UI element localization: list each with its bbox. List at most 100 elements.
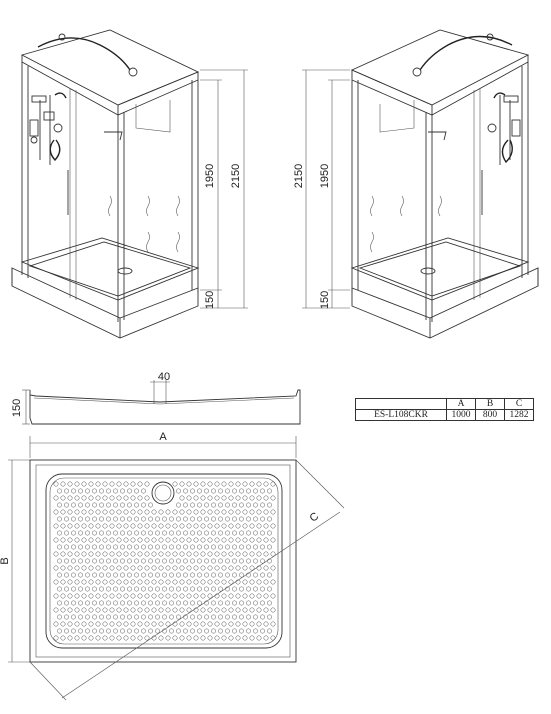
texture-dot bbox=[151, 565, 157, 571]
texture-dot bbox=[190, 488, 195, 494]
texture-dot bbox=[85, 558, 90, 564]
texture-dot bbox=[211, 628, 216, 634]
texture-dot bbox=[74, 523, 80, 529]
texture-dot bbox=[235, 551, 241, 557]
texture-dot bbox=[81, 621, 87, 627]
texture-dot bbox=[137, 607, 143, 613]
texture-dot bbox=[102, 523, 108, 529]
texture-dot bbox=[109, 551, 115, 557]
texture-dot bbox=[186, 551, 192, 557]
tray-section-view bbox=[22, 380, 301, 425]
texture-dot bbox=[88, 621, 94, 627]
texture-dot bbox=[109, 523, 115, 529]
texture-dot bbox=[158, 523, 164, 529]
texture-dot bbox=[225, 572, 230, 578]
texture-dot bbox=[74, 635, 80, 641]
texture-dot bbox=[102, 565, 108, 571]
texture-dot bbox=[193, 565, 199, 571]
texture-dot bbox=[200, 593, 206, 599]
texture-dot bbox=[211, 600, 216, 606]
texture-dot bbox=[260, 558, 265, 564]
texture-dot bbox=[102, 509, 108, 515]
texture-dot bbox=[60, 537, 66, 543]
texture-dot bbox=[88, 635, 94, 641]
texture-dot bbox=[270, 579, 276, 585]
texture-dot bbox=[256, 593, 262, 599]
texture-dot bbox=[64, 530, 69, 536]
texture-dot bbox=[144, 565, 150, 571]
texture-dot bbox=[102, 537, 108, 543]
texture-dot bbox=[221, 551, 227, 557]
texture-dot bbox=[200, 579, 206, 585]
texture-dot bbox=[141, 558, 146, 564]
texture-dot bbox=[74, 537, 80, 543]
texture-dot bbox=[225, 530, 230, 536]
texture-dot bbox=[232, 488, 237, 494]
texture-dot bbox=[60, 593, 66, 599]
texture-dot bbox=[186, 509, 192, 515]
texture-dot bbox=[74, 579, 80, 585]
texture-dot bbox=[165, 537, 171, 543]
texture-dot bbox=[186, 593, 192, 599]
texture-dot bbox=[193, 551, 199, 557]
texture-dot bbox=[214, 481, 220, 487]
texture-dot bbox=[253, 586, 258, 592]
texture-dot bbox=[134, 600, 139, 606]
texture-dot bbox=[211, 488, 216, 494]
texture-dot bbox=[60, 551, 66, 557]
texture-dot bbox=[116, 537, 122, 543]
texture-dot bbox=[88, 565, 94, 571]
texture-dot bbox=[256, 537, 262, 543]
texture-dot bbox=[85, 628, 90, 634]
texture-dot bbox=[242, 495, 248, 501]
plan-label-c: C bbox=[308, 510, 321, 524]
texture-dot bbox=[158, 551, 164, 557]
texture-dot bbox=[127, 628, 132, 634]
texture-dot bbox=[239, 572, 244, 578]
texture-dot bbox=[249, 621, 255, 627]
texture-dot bbox=[267, 488, 272, 494]
texture-dot bbox=[95, 509, 101, 515]
texture-dot bbox=[190, 530, 195, 536]
texture-dot bbox=[232, 544, 237, 550]
texture-dot bbox=[211, 516, 216, 522]
texture-dot bbox=[60, 509, 66, 515]
texture-dot bbox=[144, 523, 150, 529]
texture-dot bbox=[74, 593, 80, 599]
texture-dot bbox=[113, 558, 118, 564]
texture-dot bbox=[141, 544, 146, 550]
texture-dot bbox=[172, 579, 178, 585]
texture-dot bbox=[71, 558, 76, 564]
texture-dot bbox=[137, 495, 143, 501]
plan-label-a: A bbox=[159, 431, 167, 443]
texture-dot bbox=[260, 502, 265, 508]
front-dim-1950: 1950 bbox=[204, 164, 216, 188]
texture-dot bbox=[102, 495, 108, 501]
back-cabin-view bbox=[302, 29, 539, 339]
texture-dot bbox=[123, 551, 129, 557]
texture-dot bbox=[232, 572, 237, 578]
texture-dot bbox=[155, 558, 160, 564]
texture-dot bbox=[183, 628, 188, 634]
texture-dot bbox=[235, 537, 241, 543]
texture-dot bbox=[120, 572, 125, 578]
texture-dot bbox=[151, 593, 157, 599]
texture-dot bbox=[246, 502, 251, 508]
texture-dot bbox=[183, 558, 188, 564]
texture-dot bbox=[99, 572, 104, 578]
texture-dot bbox=[207, 481, 213, 487]
texture-dot bbox=[242, 565, 248, 571]
texture-dot bbox=[225, 544, 230, 550]
texture-dot bbox=[214, 495, 220, 501]
texture-dot bbox=[169, 600, 174, 606]
texture-dot bbox=[123, 579, 129, 585]
texture-dot bbox=[218, 600, 223, 606]
texture-dot bbox=[221, 565, 227, 571]
texture-dot bbox=[109, 565, 115, 571]
texture-dot bbox=[109, 579, 115, 585]
texture-dot bbox=[127, 544, 132, 550]
texture-dot bbox=[190, 600, 195, 606]
texture-dot bbox=[179, 607, 185, 613]
texture-dot bbox=[260, 572, 265, 578]
